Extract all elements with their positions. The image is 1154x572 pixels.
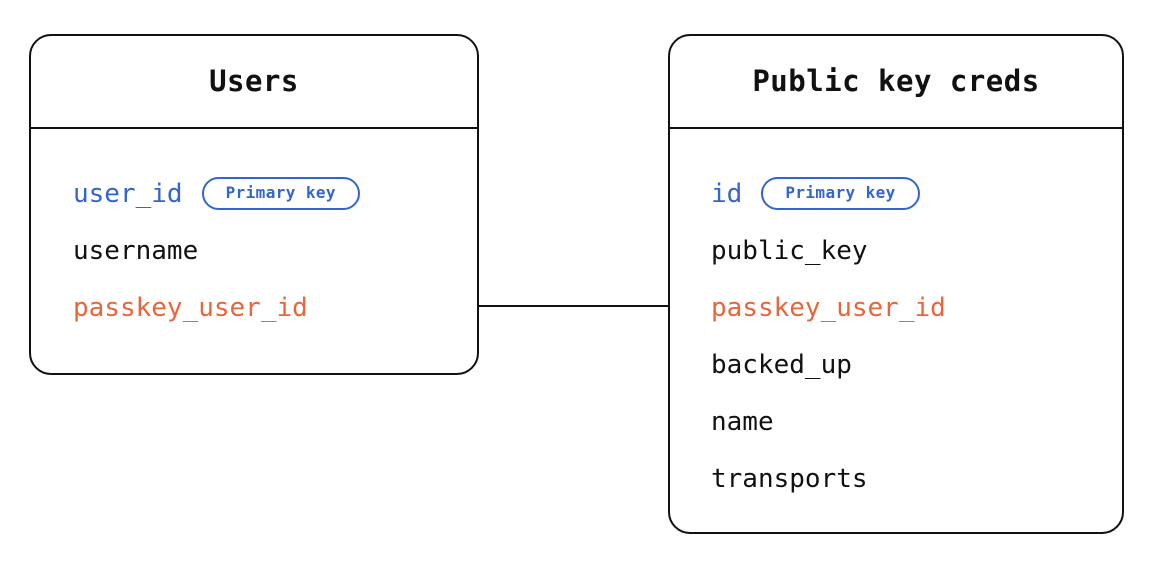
field-name-public-key: public_key: [711, 235, 868, 266]
field-name-id: id: [711, 178, 743, 209]
field-row-username[interactable]: username: [31, 222, 477, 279]
field-row-backed-up[interactable]: backed_up: [670, 336, 1122, 393]
entity-public-key-creds-header: Public key creds: [670, 36, 1122, 129]
entity-users-header: Users: [31, 36, 477, 129]
entity-public-key-creds[interactable]: Public key creds id Primary key public_k…: [668, 34, 1124, 534]
entity-users-field-list: user_id Primary key username passkey_use…: [31, 129, 477, 336]
relationship-connector-line: [479, 305, 669, 307]
field-name-transports: transports: [711, 463, 868, 494]
field-row-user-id[interactable]: user_id Primary key: [31, 165, 477, 222]
field-row-transports[interactable]: transports: [670, 450, 1122, 507]
field-name-passkey-user-id: passkey_user_id: [711, 292, 946, 323]
field-name-name: name: [711, 406, 774, 437]
field-row-passkey-user-id[interactable]: passkey_user_id: [670, 279, 1122, 336]
primary-key-badge: Primary key: [761, 177, 920, 210]
entity-public-key-creds-title: Public key creds: [752, 64, 1040, 98]
field-row-passkey-user-id[interactable]: passkey_user_id: [31, 279, 477, 336]
entity-users[interactable]: Users user_id Primary key username passk…: [29, 34, 479, 375]
field-row-name[interactable]: name: [670, 393, 1122, 450]
entity-public-key-creds-field-list: id Primary key public_key passkey_user_i…: [670, 129, 1122, 507]
field-name-passkey-user-id: passkey_user_id: [73, 292, 308, 323]
primary-key-badge: Primary key: [201, 177, 360, 210]
entity-users-title: Users: [209, 64, 299, 98]
field-name-username: username: [73, 235, 199, 266]
field-name-backed-up: backed_up: [711, 349, 852, 380]
field-name-user-id: user_id: [73, 178, 183, 209]
field-row-id[interactable]: id Primary key: [670, 165, 1122, 222]
field-row-public-key[interactable]: public_key: [670, 222, 1122, 279]
